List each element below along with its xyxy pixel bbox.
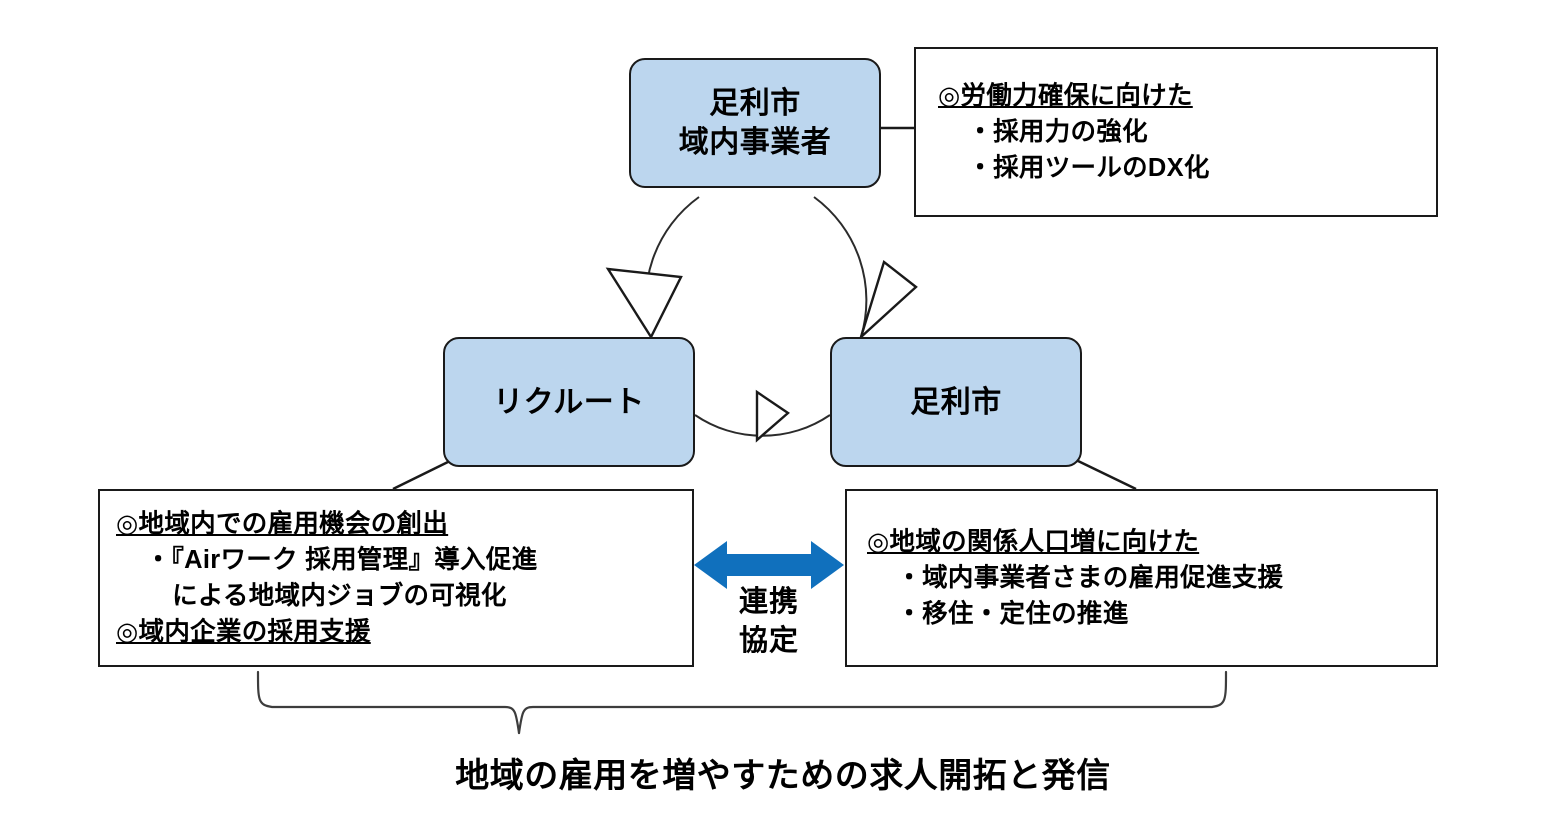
node-ashikaga-city[interactable]: 足利市 [830, 337, 1082, 467]
callout-left-line-4: ◎域内企業の採用支援 [116, 618, 371, 647]
pact-bidirectional-arrow [694, 541, 844, 589]
pact-agreement-label: 連携 協定 [716, 583, 822, 660]
callout-left-line-3: による地域内ジョブの可視化 [172, 582, 507, 610]
callout-left-line-1: ◎地域内での雇用機会の創出 [116, 509, 449, 538]
callout-right-line-1: ◎地域の関係人口増に向けた [867, 527, 1200, 556]
cycle-arrowhead-right-to-top [858, 259, 918, 341]
node-left-line-1: リクルート [493, 385, 645, 419]
cycle-arc-top-to-left [605, 196, 700, 340]
node-ashikaga-local-businesses[interactable]: 足利市 域内事業者 [629, 58, 881, 188]
cycle-arrowhead-top-to-left [605, 267, 683, 340]
callout-top-line-2: ・採用力の強化 [967, 117, 1148, 146]
cycle-arc-left-to-right [694, 389, 831, 443]
callout-left-line-2: ・『Airワーク 採用管理』導入促進 [145, 545, 538, 574]
node-recruit[interactable]: リクルート [443, 337, 695, 467]
connector-right-node-to-callout [1075, 458, 1137, 491]
pact-label-line-2: 協定 [738, 624, 799, 657]
callout-top-line-3: ・採用ツールのDX化 [967, 154, 1210, 183]
callout-top-line-1: ◎労働力確保に向けた [938, 81, 1193, 110]
cycle-arc-right-to-top [813, 196, 918, 341]
node-top-line-2: 域内事業者 [678, 126, 832, 159]
callout-right-line-2: ・域内事業者さまの雇用促進支援 [896, 563, 1284, 592]
callout-right-line-3: ・移住・定住の推進 [896, 600, 1129, 629]
node-right-line-1: 足利市 [910, 385, 1002, 419]
connector-left-node-to-callout [392, 458, 453, 491]
cycle-arrowhead-left-to-right [755, 389, 790, 443]
node-top-line-1: 足利市 [709, 87, 801, 120]
pact-label-line-1: 連携 [738, 586, 799, 618]
callout-local-employment-creation: ◎地域内での雇用機会の創出 ・『Airワーク 採用管理』導入促進 による地域内ジ… [98, 489, 694, 667]
bottom-brace [256, 670, 1228, 735]
bottom-summary-caption: 地域の雇用を増やすための求人開拓と発信 [455, 757, 1111, 795]
callout-workforce-securing: ◎労働力確保に向けた ・採用力の強化 ・採用ツールのDX化 [914, 47, 1438, 217]
callout-related-population-growth: ◎地域の関係人口増に向けた ・域内事業者さまの雇用促進支援 ・移住・定住の推進 [845, 489, 1438, 667]
